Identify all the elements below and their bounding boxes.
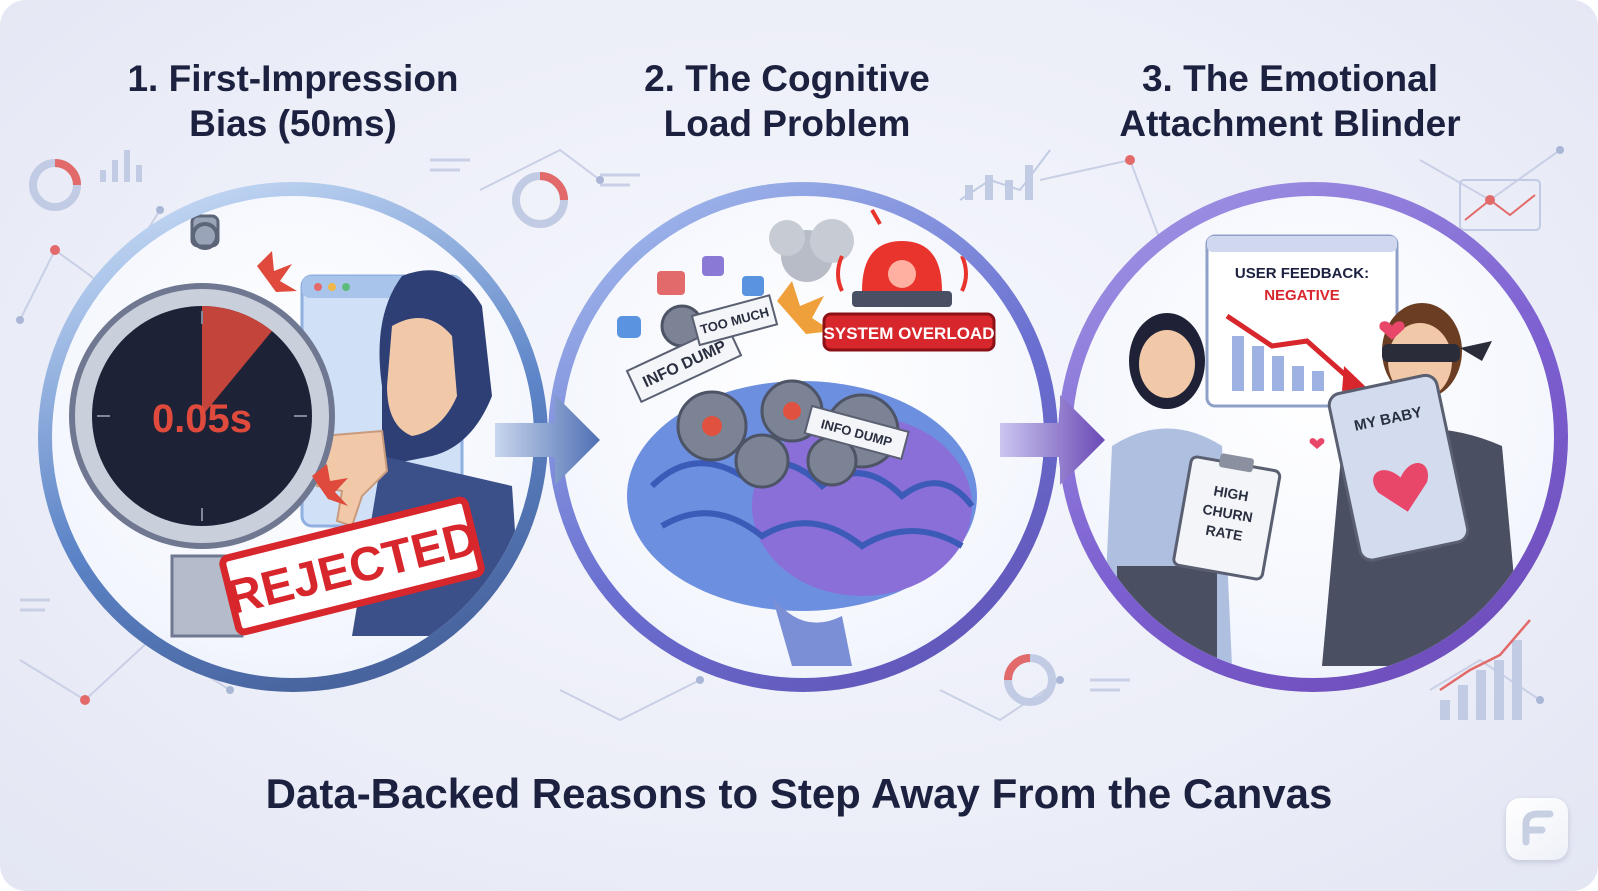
footer-title: Data-Backed Reasons to Step Away From th… bbox=[265, 770, 1333, 817]
brain-overload-illustration: INFO DUMP TOO MUCH INFO DUMP bbox=[617, 209, 996, 666]
step1-circle: 0.05s REJECTED bbox=[38, 182, 548, 692]
step1-title-line2: Bias (50ms) bbox=[189, 103, 397, 144]
step3-title-line1: 3. The Emotional bbox=[1141, 58, 1439, 99]
step2-title-line1: 2. The Cognitive bbox=[644, 58, 930, 99]
step2-illustration: INFO DUMP TOO MUCH INFO DUMP bbox=[562, 196, 1044, 678]
step1-title: 1. First-Impression Bias (50ms) bbox=[63, 56, 523, 146]
clipboard-line-1: HIGH bbox=[1212, 482, 1249, 504]
feedback-value: NEGATIVE bbox=[1264, 287, 1340, 304]
step1-title-line1: 1. First-Impression bbox=[127, 58, 459, 99]
step3-illustration: USER FEEDBACK: NEGATIVE HIGH CHURN RATE bbox=[1072, 196, 1554, 678]
step1-illustration: 0.05s REJECTED bbox=[52, 196, 534, 678]
feedback-label: USER FEEDBACK: bbox=[1235, 265, 1369, 282]
step2-title: 2. The Cognitive Load Problem bbox=[557, 56, 1017, 146]
clipboard-line-3: RATE bbox=[1205, 522, 1244, 544]
arrow-step1-to-step2 bbox=[495, 395, 600, 485]
blindfold-illustration: USER FEEDBACK: NEGATIVE HIGH CHURN RATE bbox=[1102, 234, 1522, 676]
system-overload-sign: SYSTEM OVERLOAD bbox=[824, 324, 995, 343]
step2-circle: INFO DUMP TOO MUCH INFO DUMP bbox=[548, 182, 1058, 692]
brand-logo-icon bbox=[1506, 798, 1568, 860]
arrow-step2-to-step3 bbox=[1000, 395, 1105, 485]
step2-title-line2: Load Problem bbox=[663, 103, 911, 144]
step3-circle: USER FEEDBACK: NEGATIVE HIGH CHURN RATE bbox=[1058, 182, 1568, 692]
step3-title-line2: Attachment Blinder bbox=[1119, 103, 1461, 144]
stopwatch-illustration: 0.05s REJECTED bbox=[69, 214, 522, 638]
step3-title: 3. The Emotional Attachment Blinder bbox=[1060, 56, 1520, 146]
timer-display: 0.05s bbox=[152, 397, 252, 441]
